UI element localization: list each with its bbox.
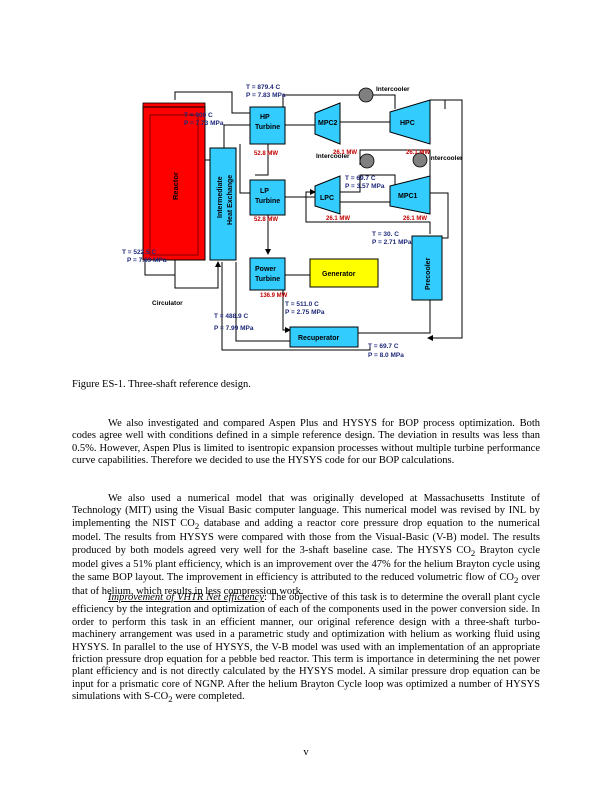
- state-label: T = 522.5 C: [122, 249, 156, 256]
- generator: Generator: [309, 258, 379, 288]
- mpc2-label: MPC2: [318, 120, 338, 127]
- subscript: 2: [194, 520, 200, 531]
- intercooler-mid-label: Intercooler: [316, 153, 350, 160]
- mpc1-label: MPC1: [398, 193, 418, 200]
- power-label-pt: 136.9 MW: [260, 293, 288, 299]
- intercooler-right: Intercooler: [412, 152, 463, 168]
- hp-label-2: Turbine: [255, 124, 280, 131]
- hpc-label: HPC: [400, 120, 415, 127]
- state-label: T = 900 C: [184, 112, 213, 119]
- hp-label-1: HP: [260, 114, 270, 121]
- power-label-hpc: 26.1 MW: [406, 150, 430, 156]
- intercooler-mid: Intercooler: [316, 153, 375, 169]
- p2-text-a: We also used a numerical model that was …: [72, 493, 540, 529]
- p2-text-b: database and adding a reactor core press…: [72, 517, 540, 556]
- subscript: 2: [514, 574, 519, 585]
- reactor-label: Reactor: [171, 172, 180, 200]
- generator-label: Generator: [322, 271, 356, 278]
- paragraph-1: We also investigated and compared Aspen …: [72, 418, 540, 468]
- lpc-compressor: LPC: [314, 175, 341, 215]
- state-label: P = 7.89 MPa: [127, 257, 167, 264]
- power-label-mpc1: 26.1 MW: [403, 216, 427, 222]
- state-labels: T = 879.4 C P = 7.83 MPa T = 900 C P = 7…: [122, 84, 412, 359]
- lp-label-1: LP: [260, 188, 269, 195]
- state-label: P = 3.57 MPa: [345, 183, 385, 190]
- hpc-compressor: HPC: [389, 99, 431, 145]
- power-label-lp: 52.8 MW: [254, 217, 278, 223]
- lpc-label: LPC: [320, 195, 334, 202]
- p3-heading: Improvement of VHTR Net efficiency: [108, 592, 265, 603]
- intermediate-heat-exchanger: Intermediate Heat Exchange: [209, 147, 237, 261]
- p2-text-c: Brayton cycle model gives a 51% plant ef…: [72, 544, 540, 583]
- power-label-2: Turbine: [255, 276, 280, 283]
- intercooler-top-label: Intercooler: [376, 86, 410, 93]
- intercooler-top: Intercooler: [358, 86, 410, 103]
- state-label: T = 879.4 C: [246, 84, 280, 91]
- power-labels: 52.8 MW 52.8 MW 136.9 MW 26.1 MW 26.1 MW…: [254, 150, 430, 299]
- paragraph-3: Improvement of VHTR Net efficiency: The …: [72, 592, 540, 706]
- state-label: T = 69.7 C: [345, 175, 376, 182]
- state-label: P = 7.73 MPa: [184, 120, 224, 127]
- hp-turbine: HP Turbine: [249, 106, 286, 145]
- lp-turbine: LP Turbine: [249, 179, 286, 216]
- paragraph-1-text: We also investigated and compared Aspen …: [72, 418, 540, 467]
- state-label: T = 69.7 C: [368, 343, 399, 350]
- circulator-label: Circulator: [152, 300, 183, 307]
- state-label: T = 511.0 C: [285, 301, 319, 308]
- precooler: Precooler: [411, 235, 443, 301]
- state-label: P = 2.75 MPa: [285, 309, 325, 316]
- reactor-vessel: Reactor: [142, 102, 206, 261]
- subscript: 2: [470, 547, 476, 558]
- recuperator-label: Recuperator: [298, 335, 340, 342]
- ihx-label-2: Heat Exchange: [227, 175, 234, 225]
- intercooler-right-label: Intercooler: [429, 155, 463, 162]
- power-turbine: Power Turbine: [249, 257, 286, 291]
- paragraph-2: We also used a numerical model that was …: [72, 493, 540, 599]
- page-number: v: [303, 747, 309, 758]
- power-label-hp: 52.8 MW: [254, 151, 278, 157]
- mpc1-compressor: MPC1: [389, 175, 431, 215]
- subscript: 2: [168, 694, 173, 705]
- p3-text-b: were completed.: [172, 691, 245, 703]
- state-label: T = 488.9 C: [214, 313, 248, 320]
- recuperator: Recuperator: [289, 326, 359, 348]
- state-label: P = 7.99 MPa: [214, 325, 254, 332]
- precooler-label: Precooler: [425, 257, 432, 290]
- power-label-1: Power: [255, 266, 276, 273]
- mpc2-compressor: MPC2: [314, 102, 341, 145]
- state-label: T = 30. C: [372, 231, 399, 238]
- figure-caption: Figure ES-1. Three-shaft reference desig…: [72, 379, 251, 390]
- state-label: P = 7.83 MPa: [246, 92, 286, 99]
- lp-label-2: Turbine: [255, 198, 280, 205]
- p2-text-d: over that of helium, which results in le…: [72, 571, 540, 598]
- ihx-label-1: Intermediate: [217, 176, 224, 218]
- three-shaft-diagram: Reactor Intermediate Heat Exchange HP Tu…: [122, 84, 463, 359]
- p3-text-a: : The objective of this task is to deter…: [72, 592, 540, 703]
- power-label-lpc: 26.1 MW: [326, 216, 350, 222]
- state-label: P = 2.71 MPa: [372, 239, 412, 246]
- power-label-mpc2: 26.1 MW: [333, 150, 357, 156]
- state-label: P = 8.0 MPa: [368, 352, 404, 359]
